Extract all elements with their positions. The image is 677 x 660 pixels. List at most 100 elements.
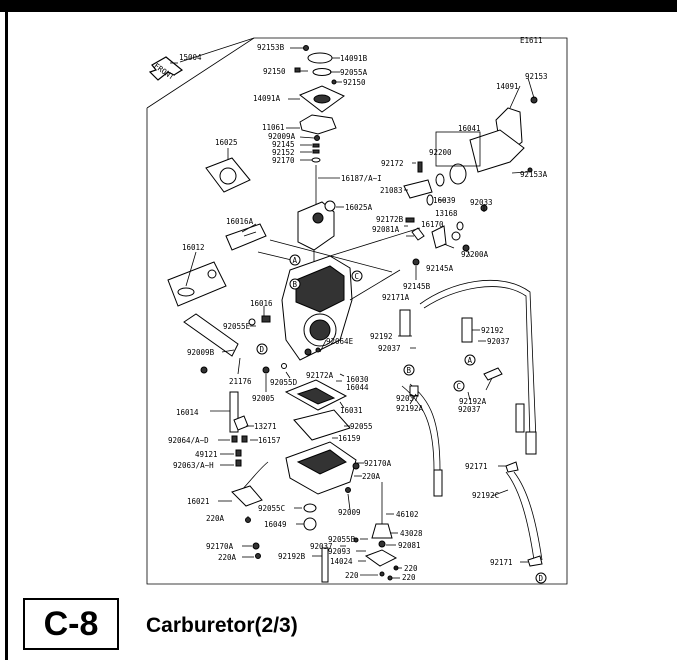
part-label: 92192 [370,332,393,341]
callout-a-1 [289,254,301,266]
part-label: 21176 [229,377,252,386]
part-label: 14091 [496,82,519,91]
header-bar [0,0,677,12]
part-label: 16187/A~I [341,174,382,183]
float-valve-group [353,482,399,581]
part-labels: 15004 92153B 14091B 92150 92055A 92150 1… [168,43,548,582]
part-label: 16049 [264,520,287,529]
part-label: 220 [402,573,416,582]
part-label: 92145 [272,140,295,149]
front-arrow-icon: FRONT [148,56,184,82]
part-label: 16025 [215,138,238,147]
part-label: 16157 [258,436,281,445]
part-label: 92192 [481,326,504,335]
part-label: 92037 [487,337,510,346]
part-label: 16039 [433,196,456,205]
callout-d-2 [535,572,547,584]
leader-lines [179,37,535,579]
part-label: 92153A [520,170,548,179]
part-label: 92145B [403,282,431,291]
part-label: 13168 [435,209,458,218]
clip-92171 [505,461,543,567]
part-label: 13271 [254,422,277,431]
callout-d-1 [256,343,268,355]
svg-text:B: B [293,280,298,289]
part-label: 92172A [306,371,334,380]
part-label: 92192C [472,491,499,500]
throttle-link-parts [403,161,488,266]
part-label: 16016A [226,217,254,226]
diagram-frame [146,37,568,585]
part-label: 92153 [525,72,548,81]
part-label: 92192A [396,404,424,413]
part-label: 11061 [262,123,285,132]
svg-text:A: A [468,356,473,365]
callout-c-2 [453,380,465,392]
part-label: 14024 [330,557,353,566]
part-label: 92009B [187,348,215,357]
part-label: 16014 [176,408,199,417]
callout-b-2 [403,364,415,376]
part-label: 16041 [458,124,481,133]
part-label: 92145A [426,264,454,273]
part-label: 92200 [429,148,452,157]
part-label: 92093 [328,547,351,556]
part-label: 92170A [364,459,392,468]
choke-parts [167,223,267,307]
valve-body-16025a [297,200,336,272]
part-label: 92037 [310,542,333,551]
svg-text:C: C [355,272,360,281]
part-label: 92055A [340,68,368,77]
part-label: 16170 [421,220,444,229]
section-title: Carburetor(2/3) [146,614,298,637]
float-bowl-group [231,379,360,583]
part-label: 92033 [470,198,493,207]
part-label: 16021 [187,497,210,506]
part-label: 220 [404,564,418,573]
svg-text:D: D [539,574,544,583]
part-label: 14091B [340,54,368,63]
callouts: A B C D B A C D [256,254,547,584]
part-label: 92055D [270,378,298,387]
part-label: 92192A [459,397,487,406]
part-label: 92200A [461,250,489,259]
part-label: 220A [206,514,225,523]
part-label: 92063/A~H [173,461,214,470]
part-label: 92171A [382,293,410,302]
carburetor-exploded-diagram: E1611 FRONT [146,36,568,585]
part-label: 92170A [206,542,234,551]
part-label: 49121 [195,450,218,459]
part-label: 16031 [340,406,363,415]
part-label: 43028 [400,529,423,538]
part-label: 46102 [396,510,419,519]
part-label: 16030 [346,375,369,384]
part-label: 16016 [250,299,273,308]
svg-text:A: A [293,256,298,265]
part-label: 92064/A~D [168,436,209,445]
part-label: 92005 [252,394,275,403]
part-label: 92037 [458,405,481,414]
needle-parts [299,114,337,212]
part-label: 92171 [465,462,488,471]
part-label: 220A [218,553,237,562]
lower-left-parts [183,313,287,467]
part-label: 92055E [223,322,251,331]
part-label: 92009A [268,132,296,141]
part-label: 92055 [350,422,373,431]
part-label: 21083 [380,186,403,195]
part-label: 92064E [326,337,354,346]
part-label: 92172 [381,159,404,168]
part-label: 14091A [253,94,281,103]
part-label: 92055C [258,504,285,513]
part-label: 92192B [278,552,306,561]
section-code-box: C-8 [23,598,119,650]
part-label: 92009 [338,508,361,517]
callout-a-2 [464,354,476,366]
part-label: 16012 [182,243,205,252]
svg-text:C: C [457,382,462,391]
part-label: 92171 [490,558,513,567]
part-label: 92055B [328,535,356,544]
part-label: 92153B [257,43,285,52]
part-label: 92081 [398,541,421,550]
part-label: 92150 [263,67,286,76]
